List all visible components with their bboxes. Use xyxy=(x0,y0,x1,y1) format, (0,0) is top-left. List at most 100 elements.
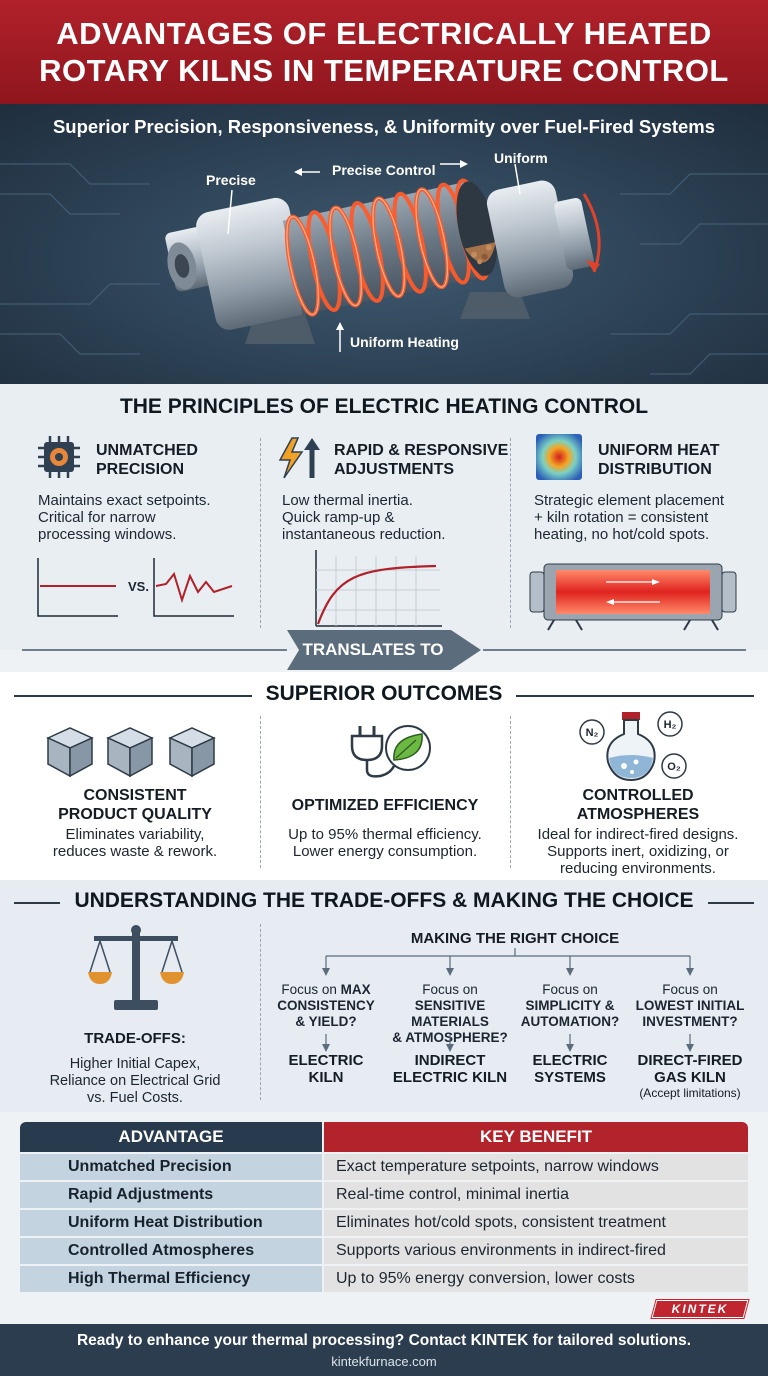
hero-illustration: Superior Precision, Responsiveness, & Un… xyxy=(0,104,768,384)
precision-vs-graph xyxy=(37,558,234,617)
kintek-logo-text: KINTEK xyxy=(671,1302,729,1316)
result-3-line-1: ELECTRIC xyxy=(532,1052,608,1069)
table-header-advantage: ADVANTAGE xyxy=(20,1122,322,1152)
precision-heading-1: UNMATCHED xyxy=(96,442,198,459)
result-1-line-1: ELECTRIC xyxy=(288,1052,364,1069)
atmosphere-body-1: Ideal for indirect-fired designs. xyxy=(537,826,739,843)
column-divider xyxy=(260,716,261,868)
quality-heading-2: PRODUCT QUALITY xyxy=(58,806,212,823)
precision-body-3: processing windows. xyxy=(38,526,177,543)
rapid-body-1: Low thermal inertia. xyxy=(282,492,413,509)
plug-leaf-icon xyxy=(350,725,431,778)
precision-heading-2: PRECISION xyxy=(96,461,185,478)
uniform-body-3: heating, no hot/cold spots. xyxy=(534,526,710,543)
efficiency-heading: OPTIMIZED EFFICIENCY xyxy=(291,797,479,814)
choice-tree-lines xyxy=(322,948,694,976)
efficiency-body-1: Up to 95% thermal efficiency. xyxy=(288,826,482,843)
choice-result-arrows xyxy=(322,1034,694,1052)
tradeoffs-section: UNDERSTANDING THE TRADE-OFFS & MAKING TH… xyxy=(0,880,768,1112)
table-header-benefit: KEY BENEFIT xyxy=(324,1122,748,1152)
section-rule xyxy=(14,695,260,697)
atmosphere-heading-1: CONTROLLED xyxy=(582,787,694,804)
footer-url[interactable]: kintekfurnace.com xyxy=(331,1354,437,1369)
result-4-line-2: GAS KILN xyxy=(654,1069,726,1086)
choice-1-q1: CONSISTENCY xyxy=(277,998,375,1013)
section-rule xyxy=(14,902,76,904)
tradeoffs-body-1: Higher Initial Capex, xyxy=(69,1056,201,1072)
tradeoffs-body-3: vs. Fuel Costs. xyxy=(87,1090,183,1106)
atmosphere-body-3: reducing environments. xyxy=(560,860,716,877)
uniform-heading-1: UNIFORM HEAT xyxy=(598,442,720,459)
table-cell-benefit: Supports various environments in indirec… xyxy=(324,1238,748,1264)
section-rule xyxy=(692,902,754,904)
result-4-note: (Accept limitations) xyxy=(639,1086,741,1100)
choice-4-q1: LOWEST INITIAL xyxy=(635,998,745,1013)
uniform-heading-2: DISTRIBUTION xyxy=(598,461,712,478)
section-rule xyxy=(508,695,754,697)
result-2-line-1: INDIRECT xyxy=(414,1052,486,1069)
choice-1-q2: & YIELD? xyxy=(295,1014,357,1029)
uniform-body-2: + kiln rotation = consistent xyxy=(534,509,709,526)
choice-title: MAKING THE RIGHT CHOICE xyxy=(410,930,620,947)
table-cell-advantage: Controlled Atmospheres xyxy=(20,1238,322,1264)
heatmap-icon xyxy=(534,432,584,487)
table-row: Unmatched Precision Exact temperature se… xyxy=(20,1154,748,1180)
rotary-kiln-illustration xyxy=(0,160,768,375)
outcomes-title: SUPERIOR OUTCOMES xyxy=(251,682,517,705)
translates-banner: TRANSLATES TO xyxy=(287,628,483,672)
table-cell-advantage: Uniform Heat Distribution xyxy=(20,1210,322,1236)
quality-body-1: Eliminates variability, xyxy=(65,826,205,843)
choice-3-q2: AUTOMATION? xyxy=(520,1014,620,1029)
atmosphere-body-2: Supports inert, oxidizing, or xyxy=(547,843,729,860)
table-cell-benefit: Up to 95% energy conversion, lower costs xyxy=(324,1266,748,1292)
vs-label: VS. xyxy=(128,579,149,594)
o2-label: O₂ xyxy=(667,761,681,773)
tradeoffs-label: TRADE-OFFS: xyxy=(84,1030,186,1047)
quality-heading-1: CONSISTENT xyxy=(83,787,187,804)
lightning-arrow-icon xyxy=(276,434,324,487)
circuit-pattern xyxy=(0,163,768,375)
choice-1-focus-bold: MAX xyxy=(340,982,371,997)
principles-title: THE PRINCIPLES OF ELECTRIC HEATING CONTR… xyxy=(105,395,663,418)
table-cell-advantage: Rapid Adjustments xyxy=(20,1182,322,1208)
table-row: Controlled Atmospheres Supports various … xyxy=(20,1238,748,1264)
h2-label: H₂ xyxy=(663,719,677,731)
quality-body-2: reduces waste & rework. xyxy=(52,843,218,860)
table-cell-benefit: Exact temperature setpoints, narrow wind… xyxy=(324,1154,748,1180)
column-divider xyxy=(510,716,511,868)
page-header: ADVANTAGES OF ELECTRICALLY HEATED ROTARY… xyxy=(0,0,768,104)
column-divider xyxy=(510,438,511,628)
hero-label-precise: Precise xyxy=(206,172,256,188)
column-divider xyxy=(260,438,261,628)
table-row: High Thermal Efficiency Up to 95% energy… xyxy=(20,1266,748,1292)
hero-label-uniform-heating: Uniform Heating xyxy=(350,334,459,350)
hero-subtitle: Superior Precision, Responsiveness, & Un… xyxy=(52,116,716,137)
table-cell-benefit: Eliminates hot/cold spots, consistent tr… xyxy=(324,1210,748,1236)
table-cell-advantage: Unmatched Precision xyxy=(20,1154,322,1180)
footer: Ready to enhance your thermal processing… xyxy=(0,1324,768,1376)
hero-label-precise-control: Precise Control xyxy=(332,162,436,178)
translates-label: TRANSLATES TO xyxy=(302,640,444,659)
rapid-body-2: Quick ramp-up & xyxy=(282,509,395,526)
choice-3-q1: SIMPLICITY & xyxy=(525,998,615,1013)
column-divider xyxy=(260,924,261,1100)
divider-line xyxy=(22,649,287,651)
choice-3-focus: Focus on xyxy=(542,982,598,997)
result-3-line-2: SYSTEMS xyxy=(534,1069,606,1086)
flask-gases-icon xyxy=(579,711,687,782)
result-1-line-2: KILN xyxy=(308,1069,344,1086)
choice-4-q2: INVESTMENT? xyxy=(642,1014,738,1029)
uniform-body-1: Strategic element placement xyxy=(534,492,725,509)
rapid-body-3: instantaneous reduction. xyxy=(282,526,446,543)
efficiency-body-2: Lower energy consumption. xyxy=(292,843,478,860)
table-row: Uniform Heat Distribution Eliminates hot… xyxy=(20,1210,748,1236)
n2-label: N₂ xyxy=(585,727,599,739)
choice-2-q1: SENSITIVE MATERIALS xyxy=(411,998,489,1029)
table-cell-advantage: High Thermal Efficiency xyxy=(20,1266,322,1292)
atmosphere-heading-2: ATMOSPHERES xyxy=(576,806,700,823)
footer-cta: Ready to enhance your thermal processing… xyxy=(76,1332,692,1349)
rapid-heading-1: RAPID & RESPONSIVE xyxy=(334,442,509,459)
precision-body-2: Critical for narrow xyxy=(38,509,156,526)
tradeoffs-title: UNDERSTANDING THE TRADE-OFFS & MAKING TH… xyxy=(60,889,708,912)
page-title-line-1: ADVANTAGES OF ELECTRICALLY HEATED xyxy=(56,16,712,51)
